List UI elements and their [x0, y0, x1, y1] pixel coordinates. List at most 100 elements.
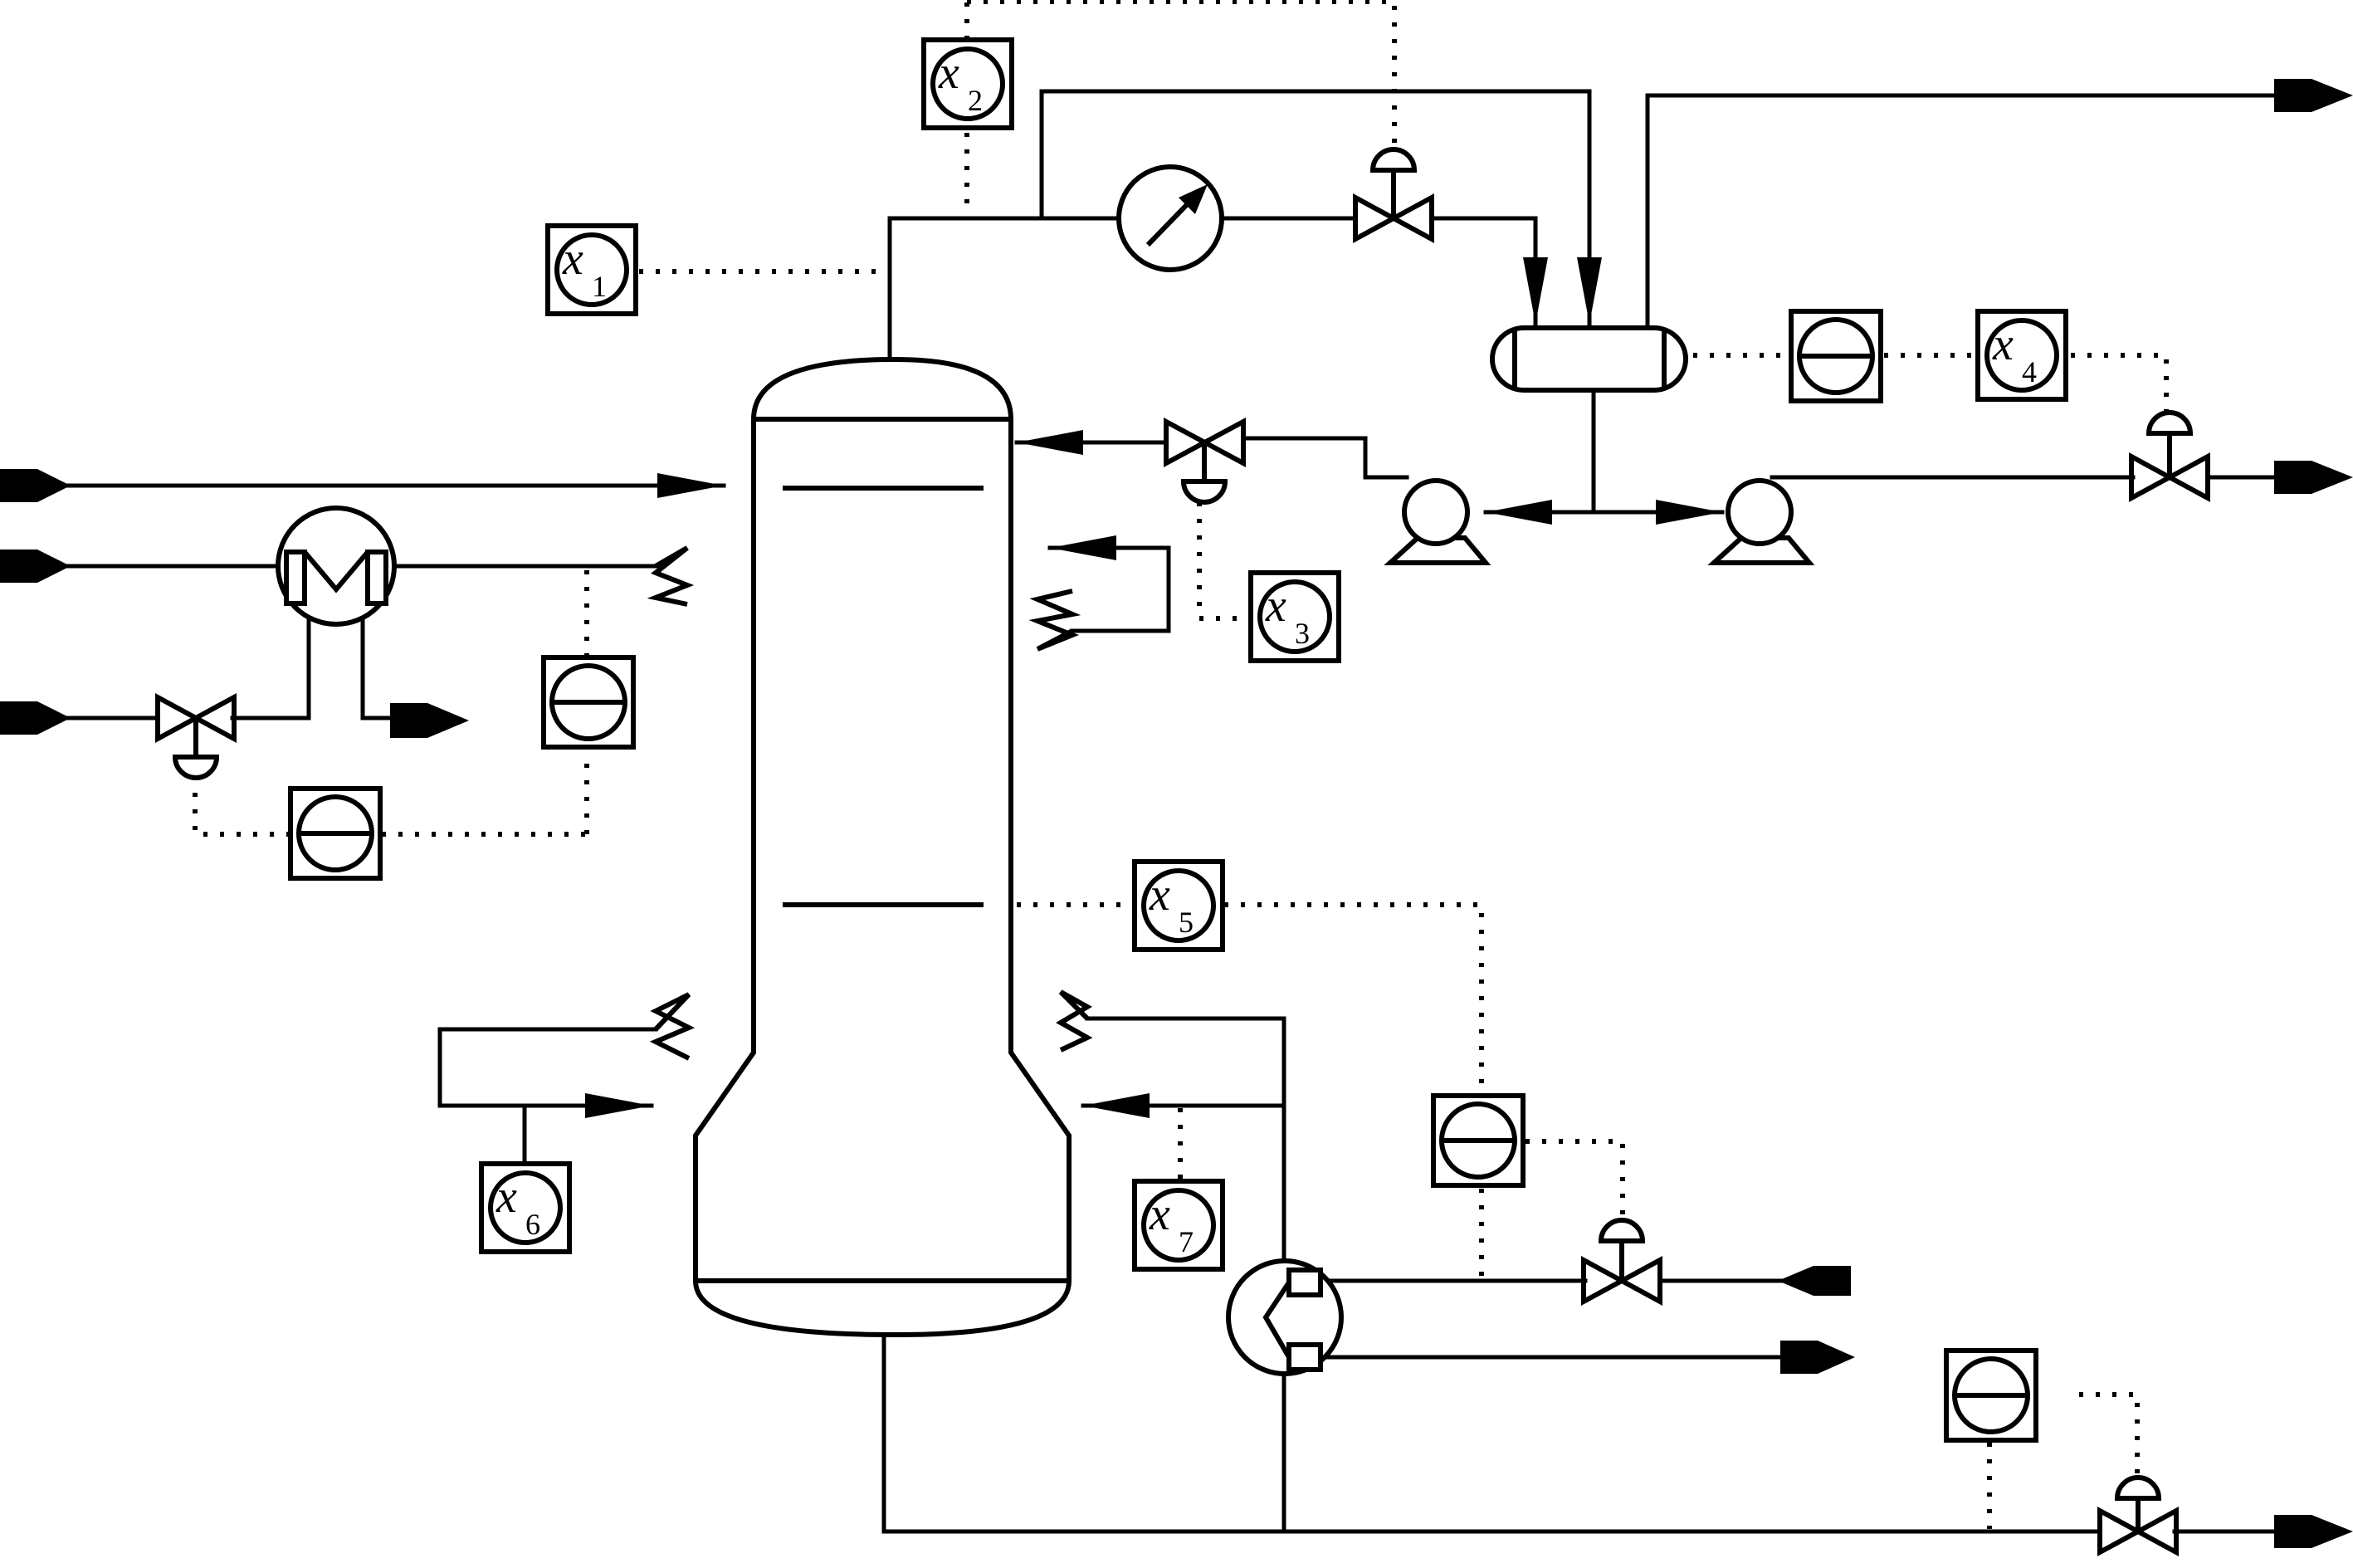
- feed-in-arrow-3: [0, 701, 71, 735]
- reboiler-port-bottom: [1286, 1342, 1323, 1372]
- coil-left-upper: [647, 545, 695, 607]
- measurement-x3-index: 3: [1295, 617, 1310, 650]
- distillate-out-arrow: [2274, 461, 2353, 494]
- reflux-pump: [1384, 478, 1491, 565]
- control-valve-steam: [1581, 1218, 1662, 1307]
- measurement-x5-index: 5: [1179, 906, 1194, 939]
- reflux-pump-base: [1384, 535, 1491, 565]
- control-valve-reflux: [1164, 417, 1246, 505]
- control-valve-heating-medium: [155, 692, 237, 780]
- measurement-x3: x 3: [1248, 570, 1341, 663]
- process-lines: [64, 89, 2277, 1534]
- lower-side-loop: [437, 1027, 658, 1118]
- controller-left-upper: [541, 655, 636, 750]
- valve-actuator: [1598, 1218, 1646, 1243]
- measurement-x5-symbol: x: [1149, 869, 1170, 921]
- controller-drum-level: [1789, 309, 1883, 403]
- measurement-x7-symbol: x: [1149, 1189, 1170, 1240]
- controller-reboiler: [1431, 1093, 1526, 1188]
- distillate-pump: [1707, 478, 1815, 565]
- reboiler-shell: [1226, 1258, 1344, 1376]
- vent-line: [1645, 93, 2277, 330]
- measurement-x2: x 2: [921, 37, 1014, 130]
- valve-actuator: [2114, 1475, 2162, 1501]
- coil-left-lower: [649, 992, 696, 1061]
- feed-in-arrow-1: [0, 469, 71, 502]
- signal-x5-right: [1224, 902, 1484, 1096]
- distillate-pump-base: [1707, 535, 1815, 565]
- measurement-x1-index: 1: [592, 270, 607, 303]
- reflux-pump-body: [1402, 478, 1470, 546]
- reboiler-tube: [1262, 1281, 1291, 1359]
- upper-side-line: [1047, 535, 1171, 633]
- feed-heat-exchanger: [276, 506, 397, 627]
- measurement-x1-symbol: x: [562, 233, 583, 285]
- valve-body: [2097, 1506, 2179, 1557]
- signal-bottoms-controller: [2079, 1392, 2140, 1478]
- measurement-x3-symbol: x: [1265, 580, 1286, 632]
- measurement-x6-symbol: x: [495, 1171, 517, 1223]
- signal-lines: [193, 0, 2169, 1529]
- feed-in-arrow-2: [0, 550, 71, 583]
- valve-actuator: [1369, 147, 1418, 173]
- measurement-x5: x 5: [1132, 859, 1225, 952]
- overhead-vapor-line: [887, 216, 1123, 361]
- measurement-x2-symbol: x: [938, 47, 959, 99]
- measurement-x1: x 1: [545, 223, 638, 316]
- reflux-drum: [1490, 325, 1688, 393]
- valve-body: [1581, 1255, 1662, 1307]
- measurement-points: x 1 x 2 x 3 x 4 x 5: [479, 37, 2068, 1272]
- heat-exchanger-port-left: [284, 550, 307, 606]
- measurement-x6: x 6: [479, 1161, 572, 1254]
- bottoms-out-arrow: [2274, 1515, 2353, 1548]
- compressor: [1116, 164, 1224, 272]
- controllers: [288, 309, 2038, 1443]
- compressor-needle-head: [1179, 184, 1208, 214]
- distillation-column: [693, 356, 1072, 1338]
- valve-actuator: [2146, 410, 2194, 436]
- reflux-drum-body: [1490, 325, 1688, 393]
- control-valves: [155, 147, 2210, 1557]
- signal-controller-valve: [1526, 1139, 1625, 1220]
- valve-to-drum-line: [1429, 216, 1548, 326]
- control-valve-bottoms: [2097, 1475, 2179, 1557]
- measurement-x7-index: 7: [1179, 1225, 1194, 1258]
- valve-actuator: [1180, 479, 1228, 505]
- controller-left-lower: [288, 786, 383, 881]
- reboiler: [1226, 1258, 1344, 1376]
- measurement-x4-symbol: x: [1992, 319, 2014, 370]
- signal-x4-valve: [2071, 353, 2169, 411]
- coil-right-upper: [1028, 589, 1081, 652]
- distillate-pump-body: [1726, 478, 1794, 546]
- column-shell: [693, 356, 1072, 1338]
- signal-left-controllers: [193, 776, 290, 837]
- measurement-x4: x 4: [1975, 309, 2068, 402]
- valve-body: [1353, 193, 1434, 244]
- condensate-out-arrow: [1780, 1341, 1855, 1374]
- control-valve-distillate: [2129, 410, 2210, 503]
- valve-body: [155, 692, 237, 744]
- measurement-x4-index: 4: [2022, 355, 2037, 388]
- lower-right-line: [1085, 1016, 1286, 1285]
- signal-top-valve: [967, 0, 1397, 149]
- measurement-x2-index: 2: [968, 84, 983, 117]
- valve-actuator: [172, 755, 220, 780]
- heat-exchanger-tube: [302, 550, 370, 593]
- exchanger-out-arrow: [390, 703, 469, 738]
- reboiler-port-top: [1286, 1268, 1323, 1297]
- bottoms-line: [881, 1336, 2102, 1534]
- exchanger-outlet-line: [360, 616, 393, 720]
- flow-arrows: [0, 79, 2353, 1548]
- valve-body: [1164, 417, 1246, 468]
- heating-medium-to-exchanger-line: [230, 616, 311, 720]
- valve-body: [2129, 452, 2210, 503]
- signal-x3: [1197, 502, 1249, 621]
- coil-right-lower: [1056, 989, 1093, 1053]
- pumps: [1384, 478, 1815, 565]
- reflux-line: [1242, 436, 1409, 480]
- steam-in-arrow: [1778, 1266, 1851, 1296]
- hot-vapor-bypass-line: [1039, 89, 1602, 326]
- controller-bottoms: [1944, 1348, 2038, 1443]
- heating-coils: [647, 545, 1093, 1061]
